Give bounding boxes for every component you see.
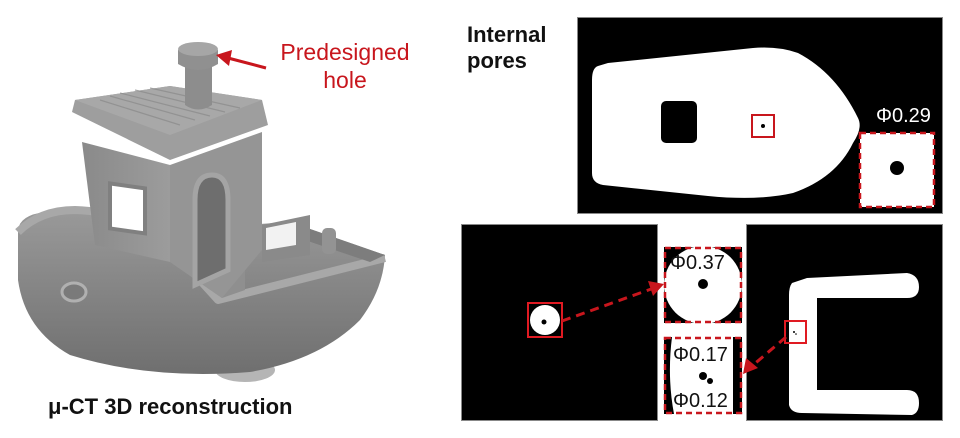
inset-lower-graphic <box>663 336 743 415</box>
pore-diameter-label-017: Φ0.17 <box>673 344 728 366</box>
chimney-cross-section <box>527 302 563 338</box>
title-line-2: pores <box>467 48 527 73</box>
top-cross-section-panel: Φ0.29 <box>578 18 942 213</box>
figure-caption: μ-CT 3D reconstruction <box>48 394 293 419</box>
pore-diameter-label-012: Φ0.12 <box>673 390 728 412</box>
pore-diameter-label-029: Φ0.29 <box>876 105 931 127</box>
bottom-right-cross-section-panel <box>747 225 942 420</box>
annotation-line-2: hole <box>323 67 367 93</box>
pore-diameter-label-037: Φ0.37 <box>670 252 725 274</box>
annotation-line-1: Predesigned <box>280 39 410 65</box>
title-line-1: Internal <box>467 22 547 47</box>
ct-reconstruction-figure: Predesigned hole μ-CT 3D reconstruction <box>0 0 460 438</box>
inset-upper-graphic <box>663 246 743 324</box>
predesigned-hole-arrow <box>216 50 267 70</box>
hull-cross-section <box>592 47 936 209</box>
inset-upper-chimney-pore: Φ0.37 <box>663 246 743 324</box>
benchy-boat-model <box>15 42 386 382</box>
internal-pores-title: Internal pores <box>467 22 546 74</box>
predesigned-hole-annotation: Predesigned hole <box>270 38 420 94</box>
inset-lower-c-pores: Φ0.17 Φ0.12 <box>663 336 743 415</box>
bottom-left-cross-section-panel <box>462 225 657 420</box>
c-shape-cross-section <box>784 273 919 415</box>
